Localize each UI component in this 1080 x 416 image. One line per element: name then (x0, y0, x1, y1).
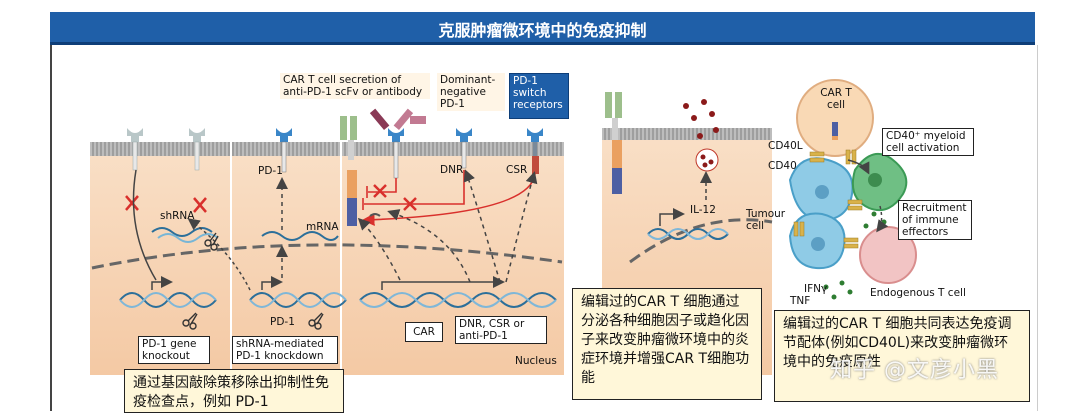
header-secretion: CAR T cell secretion of anti-PD-1 scFv o… (280, 73, 430, 99)
note-panel-a: 通过基因敲除策移除出抑制性免疫检查点，例如 PD-1 (124, 369, 344, 413)
label-car-box: CAR (405, 322, 443, 342)
label-cd40: CD40 (768, 160, 797, 172)
header-dominant-negative: Dominant-negative PD-1 (437, 73, 505, 111)
label-il12: IL-12 (690, 204, 716, 216)
il12-dots (683, 99, 719, 168)
transcription-arrows (132, 169, 538, 291)
label-dnr-csr-box: DNR, CSR or anti-PD-1 (455, 316, 547, 344)
label-tumour-cell: Tumour cell (746, 208, 786, 232)
note-panel-b: 编辑过的CAR T 细胞通过分泌各种细胞因子或趋化因子来改变肿瘤微环境中的炎症环… (572, 288, 762, 400)
label-recruitment: Recruitment of immune effectors (898, 200, 972, 240)
label-shrna-knockdown: shRNA-mediated PD-1 knockdown (232, 336, 338, 364)
label-cd40l: CD40L (768, 140, 803, 152)
label-car-t-cell: CAR T cell (820, 87, 852, 111)
mrna-strands (151, 213, 381, 243)
nuclear-envelope (91, 243, 563, 270)
label-dnr: DNR (440, 164, 464, 176)
car-molecule (340, 116, 357, 226)
page-title: 克服肿瘤微环境中的免疫抑制 (438, 21, 647, 40)
dominant-negative-pd1 (456, 128, 472, 169)
label-tnf: TNF (790, 295, 811, 307)
label-gene-knockout: PD-1 gene knockout (138, 336, 210, 364)
title-bar: 克服肿瘤微环境中的免疫抑制 (50, 12, 1035, 45)
label-ifn: IFNγ (804, 283, 828, 295)
panel-c-arrows (847, 159, 889, 233)
watermark: 知乎 @文彦小黑 (830, 358, 999, 383)
label-csr: CSR (506, 164, 528, 176)
label-endogenous-t-cell: Endogenous T cell (870, 287, 966, 299)
note-panel-c: 编辑过的CAR T 细胞共同表达免疫调节配体(例如CD40L)来改变肿瘤微环境中… (774, 310, 1030, 402)
label-myeloid-activation: CD40⁺ myeloid cell activation (882, 128, 974, 156)
pd1-receptor-ko (127, 128, 143, 171)
panel-c-cells (788, 79, 917, 284)
label-nucleus: Nucleus (515, 355, 557, 367)
pd1-receptor-ko2 (189, 128, 205, 171)
label-shrna: shRNA (160, 210, 195, 222)
label-pd1-gene: PD-1 (270, 316, 295, 328)
dna-helixes (119, 292, 557, 308)
pd1-receptor-scfv (369, 108, 426, 179)
scissors-icon (182, 232, 324, 330)
pd1-receptor-kd (276, 128, 292, 173)
panel-c-ligands (793, 149, 863, 249)
knockout-x-marks (125, 184, 417, 213)
figure-frame (50, 45, 1038, 411)
header-switch-receptors: PD-1 switch receptors (509, 73, 569, 119)
label-pd1: PD-1 (258, 165, 283, 177)
switch-receptor (527, 128, 543, 174)
label-mrna: mRNA (306, 221, 339, 233)
